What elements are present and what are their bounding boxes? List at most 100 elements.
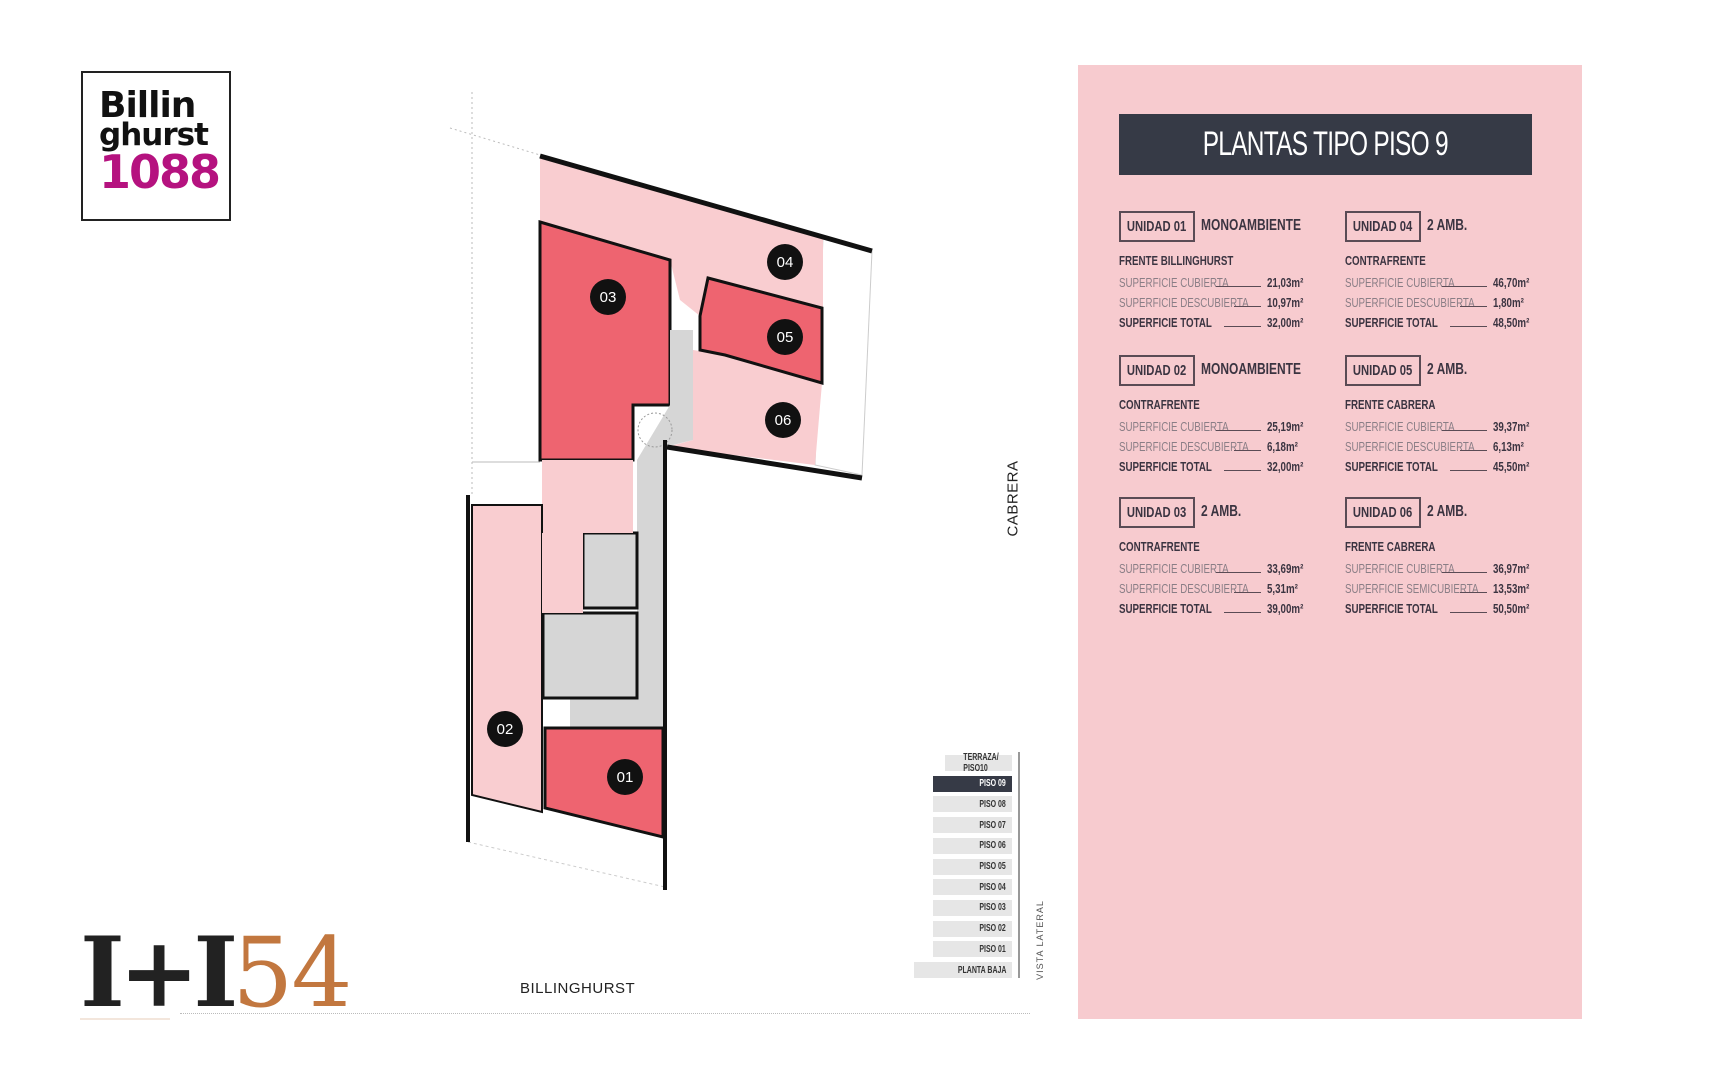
- floor-selector-axis: [1018, 752, 1020, 978]
- area-label: SUPERFICIE CUBIERTA: [1119, 561, 1229, 576]
- area-row: SUPERFICIE CUBIERTA 39,37m²: [1345, 419, 1535, 435]
- unit-05-area[interactable]: [698, 276, 824, 385]
- area-label: SUPERFICIE TOTAL: [1345, 315, 1438, 330]
- area-row: SUPERFICIE TOTAL 32,00m²: [1119, 315, 1309, 331]
- area-value: 32,00m²: [1267, 315, 1304, 330]
- floor-button[interactable]: PISO 09: [933, 775, 1012, 792]
- street-label-billinghurst: BILLINGHURST: [520, 980, 636, 997]
- leader-line: [1216, 286, 1261, 287]
- leader-line: [1442, 572, 1487, 573]
- area-row: SUPERFICIE TOTAL 45,50m²: [1345, 459, 1535, 475]
- floor-label: PISO 08: [979, 798, 1006, 810]
- floor-label: PLANTA BAJA: [957, 964, 1006, 976]
- h54-underline: [80, 1018, 170, 1020]
- unit-orientation: CONTRAFRENTE: [1345, 253, 1453, 268]
- area-value: 36,97m²: [1493, 561, 1530, 576]
- area-label: SUPERFICIE DESCUBIERTA: [1119, 295, 1249, 310]
- area-value: 25,19m²: [1267, 419, 1304, 434]
- leader-line: [1450, 326, 1487, 327]
- floor-button[interactable]: PISO 08: [933, 796, 1012, 813]
- unit-orientation: FRENTE CABRERA: [1345, 539, 1466, 554]
- area-label: SUPERFICIE TOTAL: [1119, 459, 1212, 474]
- unit-label-04: 04: [767, 244, 803, 280]
- area-value: 21,03m²: [1267, 275, 1304, 290]
- unit-type-text: MONOAMBIENTE: [1201, 361, 1301, 378]
- unit-type-text: 2 AMB.: [1427, 217, 1468, 234]
- unit-type: 2 AMB.: [1427, 503, 1481, 521]
- property-line: [449, 127, 541, 156]
- unit-label-03: 03: [590, 279, 626, 315]
- floor-label: PISO 03: [979, 902, 1006, 914]
- terrace: [814, 235, 873, 476]
- unit-orientation: CONTRAFRENTE: [1119, 397, 1227, 412]
- floor-button[interactable]: PISO 07: [933, 817, 1012, 834]
- panel-title: PLANTAS TIPO PISO 9: [1119, 114, 1532, 175]
- area-row: SUPERFICIE CUBIERTA 46,70m²: [1345, 275, 1535, 291]
- area-row: SUPERFICIE DESCUBIERTA 1,80m²: [1345, 295, 1535, 311]
- leader-line: [1216, 430, 1261, 431]
- unit-type: MONOAMBIENTE: [1201, 217, 1334, 235]
- unit-type-text: MONOAMBIENTE: [1201, 217, 1301, 234]
- unit-03-area[interactable]: [538, 219, 672, 462]
- unit-04-area[interactable]: [540, 156, 823, 316]
- leader-line: [1234, 306, 1261, 307]
- floor-button[interactable]: PISO 01: [933, 941, 1012, 958]
- floor-button[interactable]: PLANTA BAJA: [914, 962, 1012, 978]
- floor-label: PISO 07: [979, 819, 1006, 831]
- floor-button[interactable]: PISO 03: [933, 899, 1012, 916]
- area-value: 46,70m²: [1493, 275, 1530, 290]
- logo-line-2: ghurst: [99, 117, 209, 153]
- area-row: SUPERFICIE DESCUBIERTA 10,97m²: [1119, 295, 1309, 311]
- unit-type: MONOAMBIENTE: [1201, 361, 1334, 379]
- floor-button[interactable]: PISO 05: [933, 858, 1012, 875]
- corridor: [570, 330, 693, 728]
- unit-02-upper-area: [542, 460, 633, 533]
- logo-line-3: 1088: [99, 145, 221, 199]
- unit-type-text: 2 AMB.: [1427, 361, 1468, 378]
- floor-label: PISO 09: [979, 778, 1006, 790]
- leader-line: [1224, 470, 1261, 471]
- svg-text:06: 06: [775, 412, 792, 429]
- unit-card: UNIDAD 01 MONOAMBIENTE FRENTE BILLINGHUR…: [1119, 211, 1319, 341]
- floor-label: PISO 06: [979, 840, 1006, 852]
- unit-id: UNIDAD 01: [1127, 218, 1187, 235]
- floor-button[interactable]: TERRAZA/ PISO10: [945, 752, 1012, 774]
- area-row: SUPERFICIE TOTAL 48,50m²: [1345, 315, 1535, 331]
- unit-orientation-text: CONTRAFRENTE: [1345, 253, 1426, 268]
- unit-orientation-text: FRENTE CABRERA: [1345, 539, 1436, 554]
- property-line: [467, 841, 666, 888]
- floor-button[interactable]: PISO 06: [933, 837, 1012, 854]
- unit-id-badge: UNIDAD 04: [1345, 211, 1421, 242]
- fine-print-disclaimer: [180, 1013, 1030, 1014]
- leader-line: [1442, 286, 1487, 287]
- area-row: SUPERFICIE TOTAL 50,50m²: [1345, 601, 1535, 617]
- leader-line: [1460, 450, 1487, 451]
- unit-id: UNIDAD 03: [1127, 504, 1187, 521]
- unit-label-05: 05: [767, 319, 803, 355]
- area-value: 33,69m²: [1267, 561, 1304, 576]
- unit-card: UNIDAD 06 2 AMB. FRENTE CABRERA SUPERFIC…: [1345, 497, 1545, 627]
- svg-text:01: 01: [617, 769, 634, 786]
- unit-type-text: 2 AMB.: [1201, 503, 1242, 520]
- area-label: SUPERFICIE DESCUBIERTA: [1345, 295, 1475, 310]
- unit-id-badge: UNIDAD 03: [1119, 497, 1195, 528]
- area-label: SUPERFICIE CUBIERTA: [1345, 275, 1455, 290]
- unit-02-area[interactable]: [471, 504, 543, 814]
- svg-text:04: 04: [777, 254, 794, 271]
- area-label: SUPERFICIE TOTAL: [1119, 315, 1212, 330]
- unit-type: 2 AMB.: [1427, 361, 1481, 379]
- area-row: SUPERFICIE TOTAL 39,00m²: [1119, 601, 1309, 617]
- area-value: 50,50m²: [1493, 601, 1530, 616]
- area-label: SUPERFICIE CUBIERTA: [1345, 419, 1455, 434]
- leader-line: [1224, 612, 1261, 613]
- area-value: 6,18m²: [1267, 439, 1298, 454]
- area-row: SUPERFICIE CUBIERTA 33,69m²: [1119, 561, 1309, 577]
- floor-label: PISO 05: [979, 861, 1006, 872]
- unit-01-area[interactable]: [543, 726, 665, 839]
- unit-type: 2 AMB.: [1201, 503, 1255, 521]
- floor-button[interactable]: PISO 02: [933, 920, 1012, 937]
- floor-button[interactable]: PISO 04: [933, 879, 1012, 896]
- floor-label: PISO 02: [979, 923, 1006, 935]
- unit-type-text: 2 AMB.: [1427, 503, 1468, 520]
- area-label: SUPERFICIE DESCUBIERTA: [1119, 439, 1249, 454]
